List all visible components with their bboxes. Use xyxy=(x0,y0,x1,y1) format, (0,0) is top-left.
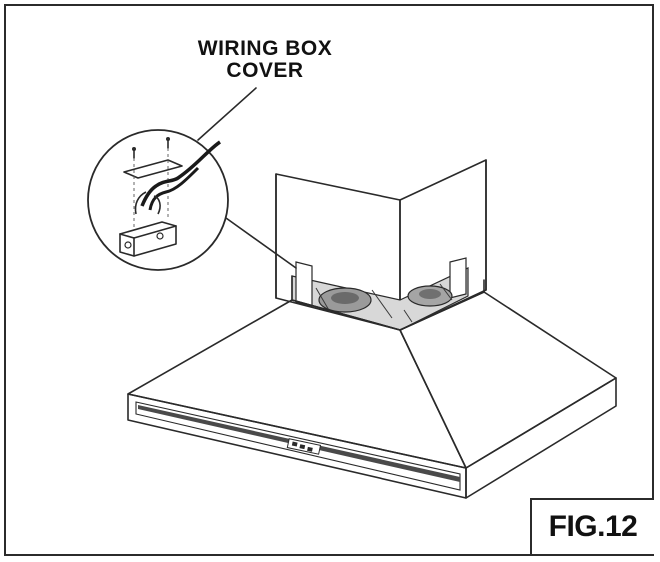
wiring-box-detail-view xyxy=(87,129,297,271)
wiring-box-cover-callout: WIRING BOX COVER xyxy=(170,38,360,82)
control-buttons xyxy=(286,438,322,455)
figure-frame xyxy=(4,4,654,556)
screw-icon xyxy=(132,137,170,159)
callout-leader-line xyxy=(197,87,257,141)
hood-front-panel xyxy=(127,377,617,499)
figure-label: FIG.12 xyxy=(548,510,638,543)
figure-label-box: FIG.12 xyxy=(530,498,654,554)
blower-motor xyxy=(291,257,469,331)
callout-line-2: COVER xyxy=(226,59,304,82)
callout-line-1: WIRING BOX xyxy=(197,37,333,60)
